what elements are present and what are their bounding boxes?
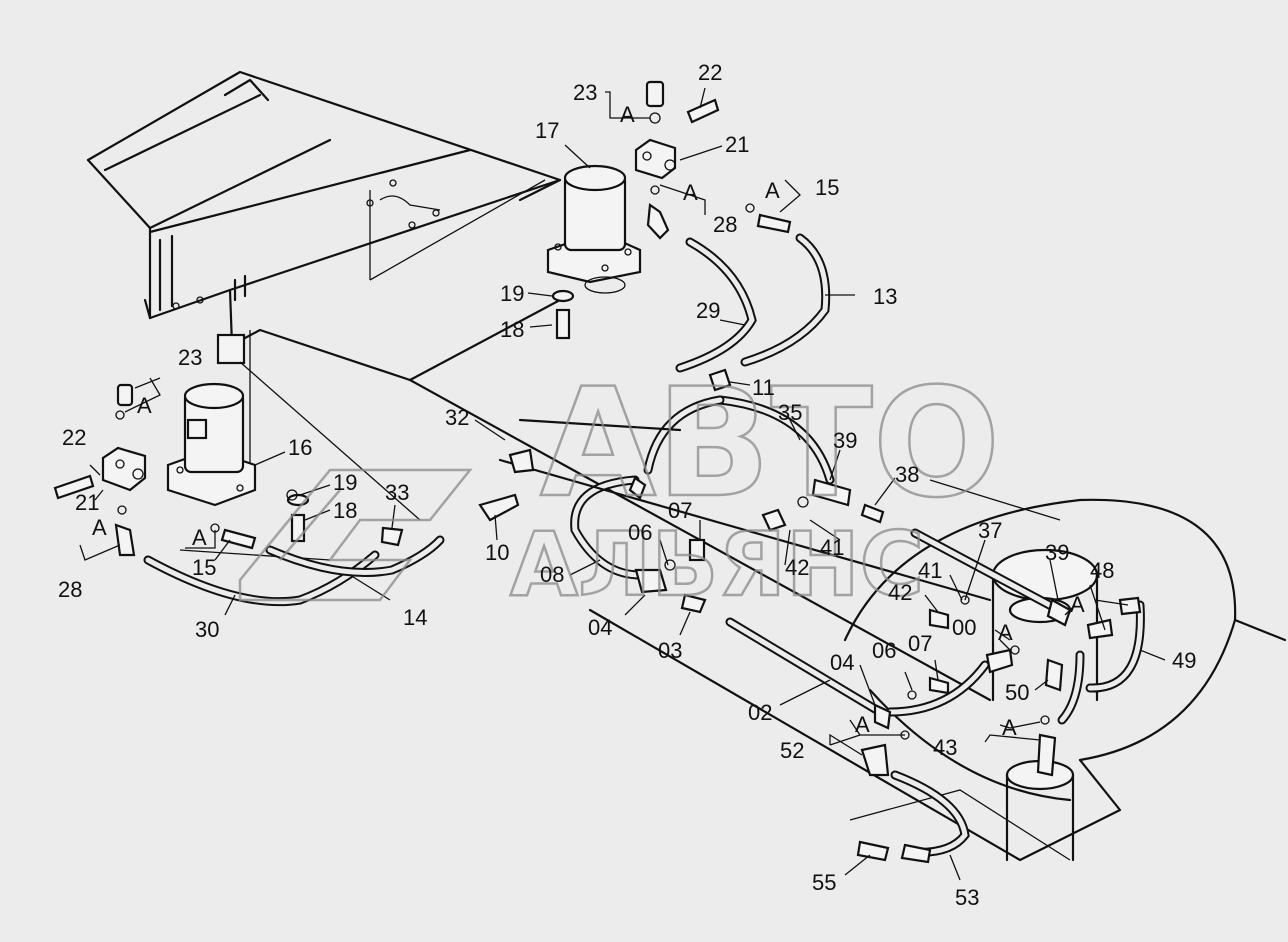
callout-29: 29 <box>696 298 720 323</box>
leader-lines <box>79 87 1166 881</box>
callout-18: 18 <box>500 317 524 342</box>
callout-21: 21 <box>725 132 749 157</box>
callout-19: 19 <box>333 470 357 495</box>
callout-A: A <box>1002 715 1017 740</box>
callout-41: 41 <box>820 535 844 560</box>
callout-55: 55 <box>812 870 836 895</box>
callout-A: A <box>998 620 1013 645</box>
callout-11: 11 <box>752 375 775 400</box>
callout-15: 15 <box>192 555 216 580</box>
callout-13: 13 <box>873 284 897 309</box>
watermark-line-2: АЛЬЯНС <box>510 513 924 616</box>
callout-10: 10 <box>485 540 509 565</box>
callout-04: 04 <box>588 615 612 640</box>
callout-49: 49 <box>1172 648 1196 673</box>
callout-A: A <box>855 712 870 737</box>
callout-42: 42 <box>785 555 809 580</box>
callout-A: A <box>137 393 152 418</box>
callout-41: 41 <box>918 558 942 583</box>
callout-A: A <box>620 102 635 127</box>
swing-motor-lower <box>166 382 257 507</box>
callout-21: 21 <box>75 490 99 515</box>
callout-labels: 23 22 17 21 A A A 15 28 13 19 29 18 11 2… <box>58 60 1196 910</box>
callout-17: 17 <box>535 118 559 143</box>
callout-28: 28 <box>58 577 82 602</box>
callout-42: 42 <box>888 580 912 605</box>
callout-16: 16 <box>288 435 312 460</box>
callout-02: 02 <box>748 700 772 725</box>
callout-07: 07 <box>668 498 692 523</box>
callout-22: 22 <box>698 60 722 85</box>
valve-block-lower <box>101 446 147 492</box>
callout-28: 28 <box>713 212 737 237</box>
callout-07: 07 <box>908 631 932 656</box>
callout-23: 23 <box>573 80 597 105</box>
boom-frame <box>86 70 992 702</box>
callout-52: 52 <box>780 738 804 763</box>
callout-06: 06 <box>872 638 896 663</box>
callout-48: 48 <box>1090 558 1114 583</box>
callout-00: 00 <box>952 615 976 640</box>
callout-39: 39 <box>1045 540 1069 565</box>
callout-06: 06 <box>628 520 652 545</box>
callout-43: 43 <box>933 735 957 760</box>
watermark-line-1: АВТО <box>540 357 1000 531</box>
callout-32: 32 <box>445 405 469 430</box>
callout-38: 38 <box>895 462 919 487</box>
callout-A: A <box>683 180 698 205</box>
callout-33: 33 <box>385 480 409 505</box>
callout-53: 53 <box>955 885 979 910</box>
callout-18: 18 <box>333 498 357 523</box>
callout-35: 35 <box>778 400 802 425</box>
swing-motor-upper <box>546 164 642 294</box>
callout-A: A <box>92 515 107 540</box>
fittings <box>53 80 1142 864</box>
callout-39: 39 <box>833 428 857 453</box>
callout-15: 15 <box>815 175 839 200</box>
callout-A: A <box>192 525 207 550</box>
callout-14: 14 <box>403 605 427 630</box>
callout-04: 04 <box>830 650 854 675</box>
callout-A: A <box>1070 592 1085 617</box>
valve-block-upper <box>634 138 677 180</box>
callout-22: 22 <box>62 425 86 450</box>
callout-03: 03 <box>658 638 682 663</box>
callout-37: 37 <box>978 518 1002 543</box>
callout-30: 30 <box>195 617 219 642</box>
callout-19: 19 <box>500 281 524 306</box>
callout-08: 08 <box>540 562 564 587</box>
watermark-logo <box>238 468 473 602</box>
callout-23: 23 <box>178 345 202 370</box>
callout-A: A <box>765 178 780 203</box>
callout-50: 50 <box>1005 680 1029 705</box>
watermark: АВТО АЛЬЯНС <box>238 356 1002 617</box>
